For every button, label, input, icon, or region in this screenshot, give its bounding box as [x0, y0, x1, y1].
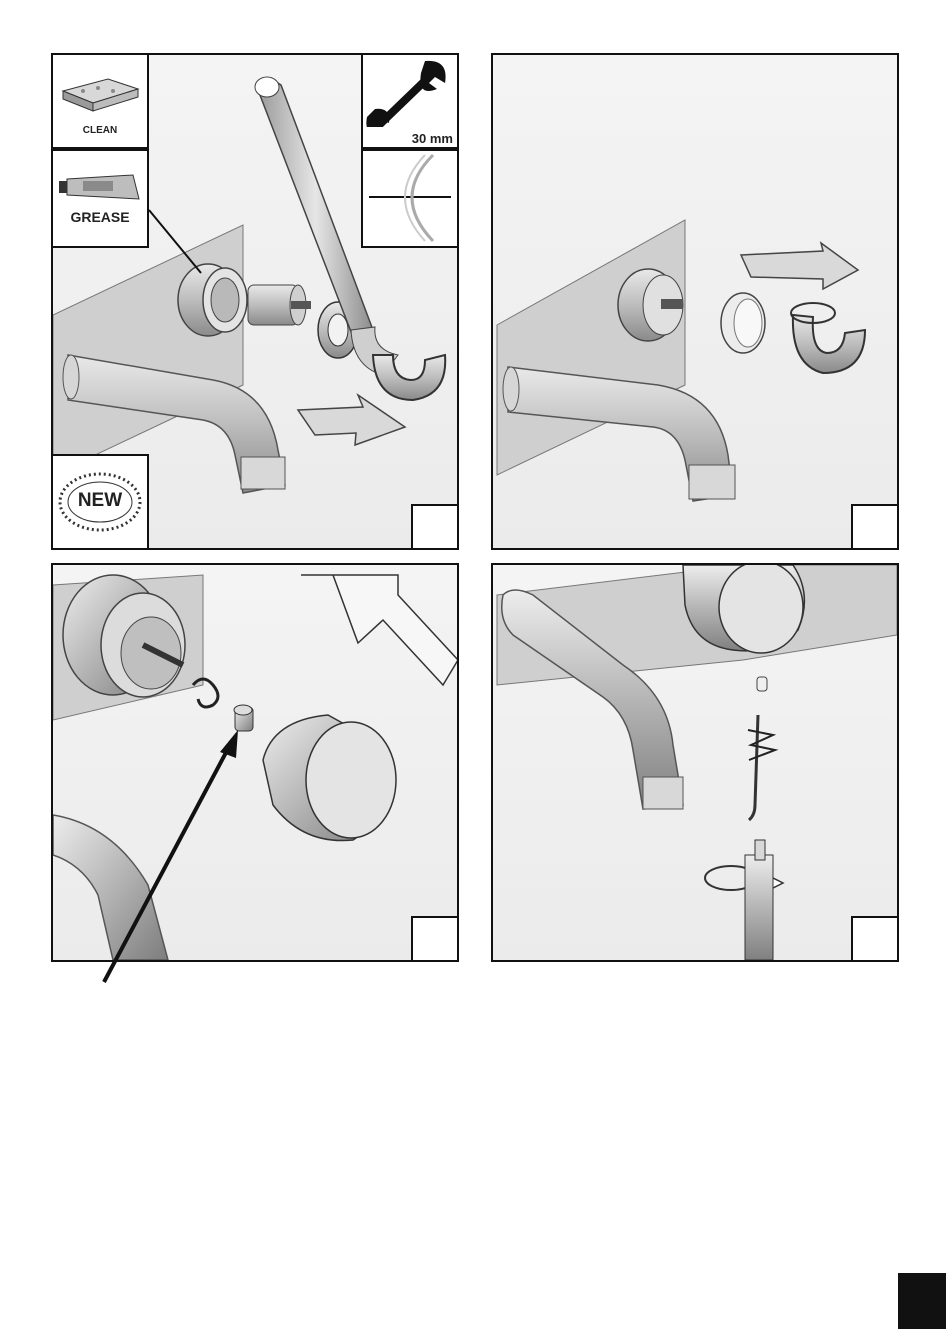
- panel-step-4: [491, 563, 899, 962]
- clean-icon-box: CLEAN: [51, 53, 149, 149]
- spout: [53, 815, 168, 960]
- step-number-box: [411, 504, 459, 550]
- new-label: NEW: [53, 490, 147, 512]
- panel-2-illustration: [493, 55, 897, 548]
- step-number-box: [411, 916, 459, 962]
- clean-label: CLEAN: [53, 125, 147, 136]
- step-number-box: [851, 916, 899, 962]
- spring-clip: [193, 679, 218, 707]
- wrench-size-label: 30 mm: [393, 131, 453, 146]
- panel-4-illustration: [493, 565, 897, 960]
- direction-arrow: [301, 575, 457, 685]
- cover-ring: [793, 315, 865, 373]
- grease-label: GREASE: [53, 209, 147, 225]
- extension-tube: [745, 855, 773, 960]
- grease-tube-icon: [53, 169, 147, 209]
- sponge-icon: [53, 61, 147, 121]
- panel-3-illustration: [53, 565, 457, 960]
- wrench-icon: [363, 57, 457, 127]
- seal-ring-icon: [363, 151, 457, 246]
- panel-step-2: [491, 53, 899, 550]
- new-icon-box: NEW: [51, 454, 149, 550]
- panel-step-1: CLEAN GREASE 30 mm NEW: [51, 53, 459, 550]
- seal-icon-box: [361, 149, 459, 248]
- step-number-box: [851, 504, 899, 550]
- direction-arrow: [741, 243, 858, 289]
- wall-plate: [497, 220, 685, 475]
- wall-plate: [53, 225, 243, 475]
- page-tab-marker: [898, 1273, 946, 1329]
- grease-icon-box: GREASE: [51, 149, 149, 248]
- small-screw: [757, 677, 767, 691]
- direction-arrow: [298, 395, 405, 445]
- cover-ring: [373, 355, 445, 400]
- wrench-icon-box: 30 mm: [361, 53, 459, 149]
- panel-step-3: [51, 563, 459, 962]
